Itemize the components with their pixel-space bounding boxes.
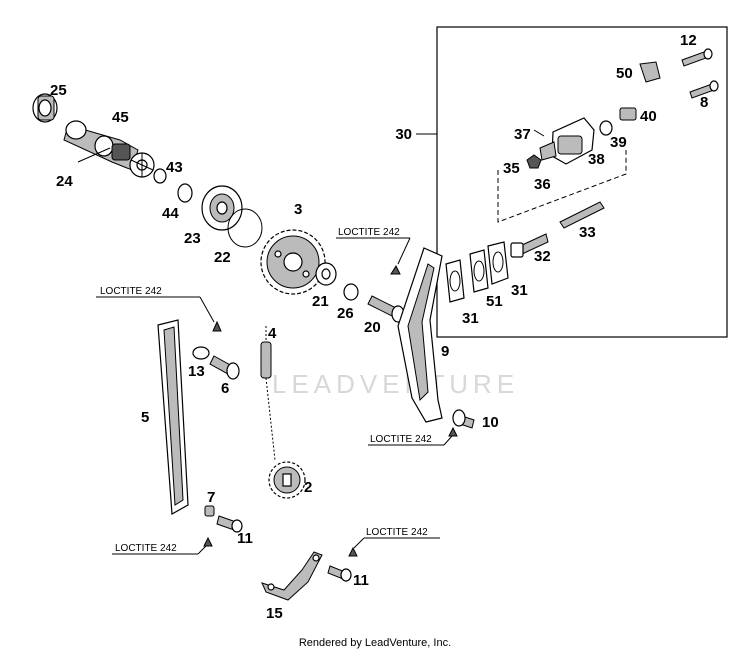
label-50: 50 bbox=[616, 65, 633, 82]
part-32-bolt bbox=[510, 233, 549, 258]
loctite-label-d: LOCTITE 242 bbox=[115, 543, 177, 554]
part-50-clamp bbox=[639, 61, 661, 83]
loctite-label-e: LOCTITE 242 bbox=[366, 527, 428, 538]
part-38-tensioner-body bbox=[551, 117, 595, 165]
part-43-gear bbox=[129, 152, 167, 184]
label-6: 6 bbox=[221, 380, 229, 397]
part-6-pin bbox=[209, 355, 240, 380]
part-15-guide-bracket bbox=[261, 551, 323, 601]
loctite-drop-e bbox=[348, 546, 358, 557]
leader-loctite-c-drop bbox=[443, 435, 453, 446]
loctite-drop-d bbox=[203, 536, 213, 547]
label-32: 32 bbox=[534, 248, 551, 265]
leader-loctite-e-drop bbox=[353, 537, 365, 549]
part-12-screw bbox=[681, 48, 713, 67]
part-11-bolt-b bbox=[327, 565, 352, 582]
label-11-b: 11 bbox=[353, 572, 369, 589]
part-26-ring bbox=[343, 283, 359, 301]
label-21: 21 bbox=[312, 293, 329, 310]
label-35: 35 bbox=[503, 160, 520, 177]
part-40-plug bbox=[619, 107, 637, 121]
label-33: 33 bbox=[579, 224, 596, 241]
label-22: 22 bbox=[214, 249, 231, 266]
footer-credit: Rendered by LeadVenture, Inc. bbox=[299, 637, 451, 649]
part-35-nut bbox=[526, 154, 542, 169]
part-3-camshaft-sprocket bbox=[260, 229, 326, 295]
leader-loctite-b-drop bbox=[397, 237, 411, 265]
label-4: 4 bbox=[268, 325, 277, 342]
label-9: 9 bbox=[441, 343, 449, 360]
part-11-bolt-a bbox=[216, 515, 243, 533]
loctite-drop-a bbox=[390, 264, 401, 275]
part-25-needle-bearing bbox=[32, 93, 58, 123]
part-24-camshaft bbox=[63, 120, 139, 171]
loctite-drop-b bbox=[212, 320, 222, 332]
label-3: 3 bbox=[294, 201, 302, 218]
label-23: 23 bbox=[184, 230, 201, 247]
label-51: 51 bbox=[486, 293, 503, 310]
label-36: 36 bbox=[534, 176, 551, 193]
label-7: 7 bbox=[207, 489, 215, 506]
label-20: 20 bbox=[364, 319, 381, 336]
label-38: 38 bbox=[588, 151, 605, 168]
label-31-a: 31 bbox=[511, 282, 528, 299]
label-24: 24 bbox=[56, 173, 73, 190]
part-10-bolt bbox=[452, 409, 475, 429]
loctite-label-b: LOCTITE 242 bbox=[338, 227, 400, 238]
part-33-stud bbox=[559, 201, 605, 229]
part-44-ring bbox=[177, 183, 193, 203]
loctite-drop-c bbox=[448, 426, 458, 437]
label-2: 2 bbox=[304, 479, 312, 496]
label-43: 43 bbox=[166, 159, 183, 176]
part-4-guide-pad bbox=[260, 326, 276, 461]
tensioner-inset-box bbox=[436, 26, 728, 338]
label-25: 25 bbox=[50, 82, 67, 99]
label-10: 10 bbox=[482, 414, 499, 431]
part-51-gasket bbox=[469, 249, 489, 293]
label-40: 40 bbox=[640, 108, 657, 125]
part-31-gasket-b bbox=[445, 259, 465, 303]
loctite-label-a: LOCTITE 242 bbox=[100, 286, 162, 297]
watermark: LEADVENTURE bbox=[272, 369, 519, 399]
label-26: 26 bbox=[337, 305, 354, 322]
loctite-label-c: LOCTITE 242 bbox=[370, 434, 432, 445]
leader-loctite-d-drop bbox=[197, 545, 207, 555]
part-23-ball-bearing bbox=[201, 185, 243, 231]
assembly-dashed-line bbox=[497, 150, 627, 223]
part-2-crank-sprocket bbox=[268, 461, 306, 499]
label-11-a: 11 bbox=[237, 530, 253, 547]
part-36-plunger bbox=[539, 141, 557, 161]
label-13: 13 bbox=[188, 363, 205, 380]
leader-24 bbox=[77, 147, 111, 163]
label-37: 37 bbox=[514, 126, 531, 143]
part-13-washer bbox=[192, 346, 210, 360]
part-5-chain-guide bbox=[157, 319, 189, 515]
part-22-circlip bbox=[227, 208, 263, 248]
label-45: 45 bbox=[112, 109, 129, 126]
part-31-gasket-a bbox=[487, 241, 509, 285]
label-12: 12 bbox=[680, 32, 697, 49]
label-5: 5 bbox=[141, 409, 149, 426]
part-9-tensioner-rail bbox=[397, 247, 443, 423]
part-7-bushing bbox=[204, 505, 215, 517]
label-31-b: 31 bbox=[462, 310, 479, 327]
part-37-pin bbox=[533, 129, 545, 137]
label-30: 30 bbox=[395, 126, 412, 143]
label-44: 44 bbox=[162, 205, 179, 222]
part-39-seal bbox=[599, 120, 613, 136]
label-8: 8 bbox=[700, 94, 708, 111]
label-39: 39 bbox=[610, 134, 627, 151]
label-15: 15 bbox=[266, 605, 283, 622]
leader-loctite-a-drop bbox=[199, 296, 215, 323]
part-8-screw bbox=[689, 80, 719, 99]
